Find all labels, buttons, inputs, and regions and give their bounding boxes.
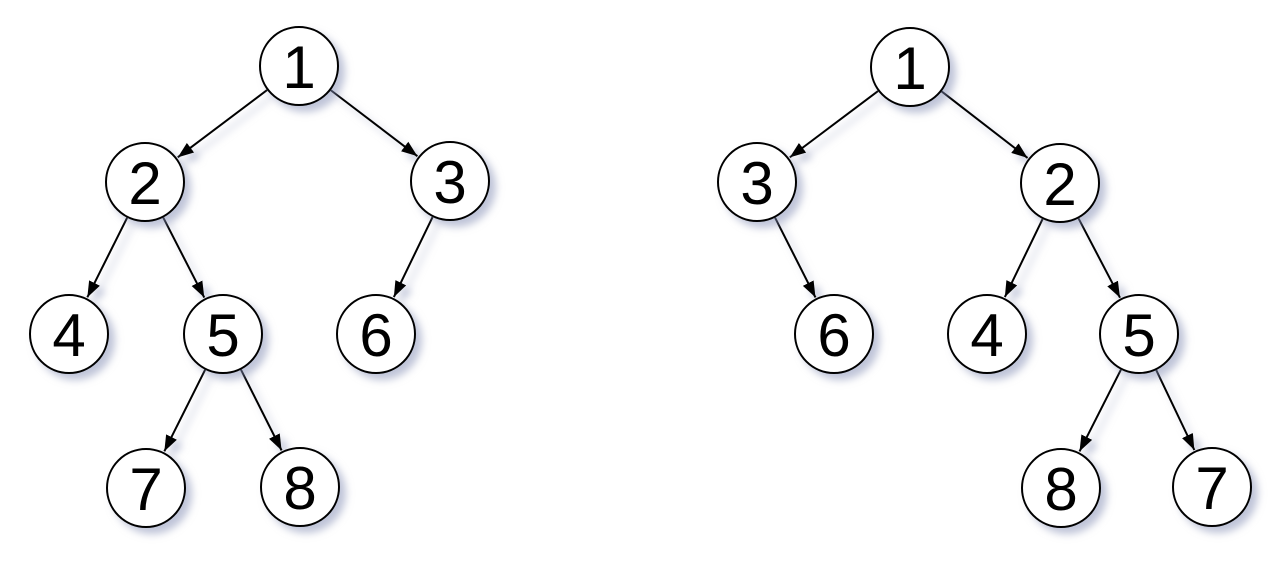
edge-arrow-right-child bbox=[1077, 217, 1121, 299]
left-binary-tree-edge-1-3 bbox=[330, 89, 418, 157]
node-circle bbox=[106, 448, 186, 528]
node-circle bbox=[1099, 294, 1179, 374]
edge-arrow-left-child bbox=[789, 90, 879, 159]
left-binary-tree-node-2: 2 bbox=[105, 142, 185, 222]
node-circle bbox=[1021, 448, 1101, 528]
left-binary-tree-node-7: 7 bbox=[106, 448, 186, 528]
node-circle bbox=[717, 142, 797, 222]
edge-arrow-right-child bbox=[240, 369, 283, 451]
right-binary-tree-node-6: 6 bbox=[794, 294, 874, 374]
edge-arrow-left-child bbox=[1078, 369, 1122, 452]
left-binary-tree-edge-5-7 bbox=[163, 369, 207, 452]
node-label: 3 bbox=[433, 149, 466, 216]
node-label: 1 bbox=[893, 35, 926, 102]
right-binary-tree-edge-5-8 bbox=[1078, 369, 1122, 452]
right-binary-tree-node-3: 3 bbox=[717, 142, 797, 222]
right-binary-tree-edge-2-4 bbox=[1003, 218, 1044, 298]
left-binary-tree-node-3: 3 bbox=[410, 141, 490, 221]
node-label: 7 bbox=[1195, 455, 1228, 522]
node-circle bbox=[410, 141, 490, 221]
node-label: 3 bbox=[740, 150, 773, 217]
edge-arrow-right-child bbox=[162, 217, 206, 298]
node-label: 6 bbox=[359, 302, 392, 369]
node-circle bbox=[336, 294, 416, 374]
right-binary-tree-edge-2-5 bbox=[1077, 217, 1121, 299]
edge-arrow-left-child bbox=[86, 217, 129, 298]
left-binary-tree-edge-2-5 bbox=[162, 217, 206, 298]
edge-arrow-right-child bbox=[774, 217, 817, 298]
left-binary-tree-edge-1-2 bbox=[177, 89, 268, 159]
left-binary-tree-edge-2-4 bbox=[86, 217, 129, 298]
edge-arrow-right-child bbox=[941, 90, 1029, 159]
edge-arrow-right-child bbox=[330, 89, 418, 157]
right-binary-tree-node-5: 5 bbox=[1099, 294, 1179, 374]
node-label: 8 bbox=[283, 455, 316, 522]
right-binary-tree: 1 3 2 6 4 5 8 7 bbox=[717, 27, 1252, 528]
node-label: 2 bbox=[1043, 151, 1076, 218]
right-binary-tree-node-8: 8 bbox=[1021, 448, 1101, 528]
left-binary-tree-node-5: 5 bbox=[183, 294, 263, 374]
node-circle bbox=[183, 294, 263, 374]
right-binary-tree-edge-5-7 bbox=[1155, 369, 1196, 451]
right-binary-tree-node-4: 4 bbox=[947, 294, 1027, 374]
node-label: 5 bbox=[206, 302, 239, 369]
node-label: 7 bbox=[129, 456, 162, 523]
right-binary-tree-edge-1-3 bbox=[789, 90, 879, 159]
edge-arrow-left-child bbox=[177, 89, 268, 159]
node-circle bbox=[29, 294, 109, 374]
edge-arrow-left-child bbox=[1003, 218, 1044, 298]
node-circle bbox=[260, 447, 340, 527]
right-binary-tree-edge-1-2 bbox=[941, 90, 1029, 159]
left-binary-tree-node-8: 8 bbox=[260, 447, 340, 527]
right-binary-tree-node-1: 1 bbox=[870, 27, 950, 107]
node-label: 4 bbox=[970, 302, 1003, 369]
left-binary-tree-node-4: 4 bbox=[29, 294, 109, 374]
node-circle bbox=[870, 27, 950, 107]
left-binary-tree-edge-3-6 bbox=[392, 216, 434, 298]
left-binary-tree-node-1: 1 bbox=[259, 26, 339, 106]
node-label: 5 bbox=[1122, 302, 1155, 369]
node-label: 2 bbox=[128, 150, 161, 217]
left-binary-tree-edge-5-8 bbox=[240, 369, 283, 451]
edge-arrow-left-child bbox=[392, 216, 434, 298]
node-circle bbox=[1172, 447, 1252, 527]
edge-arrow-left-child bbox=[163, 369, 207, 452]
left-binary-tree-node-6: 6 bbox=[336, 294, 416, 374]
node-label: 6 bbox=[817, 302, 850, 369]
node-circle bbox=[947, 294, 1027, 374]
node-circle bbox=[794, 294, 874, 374]
node-circle bbox=[1020, 143, 1100, 223]
node-label: 8 bbox=[1044, 456, 1077, 523]
left-binary-tree: 1 2 3 4 5 6 7 8 bbox=[29, 26, 490, 528]
right-binary-tree-node-2: 2 bbox=[1020, 143, 1100, 223]
right-binary-tree-edge-3-6 bbox=[774, 217, 817, 298]
node-circle bbox=[259, 26, 339, 106]
right-binary-tree-node-7: 7 bbox=[1172, 447, 1252, 527]
node-label: 4 bbox=[52, 302, 85, 369]
node-circle bbox=[105, 142, 185, 222]
node-label: 1 bbox=[282, 34, 315, 101]
edge-arrow-right-child bbox=[1155, 369, 1196, 451]
